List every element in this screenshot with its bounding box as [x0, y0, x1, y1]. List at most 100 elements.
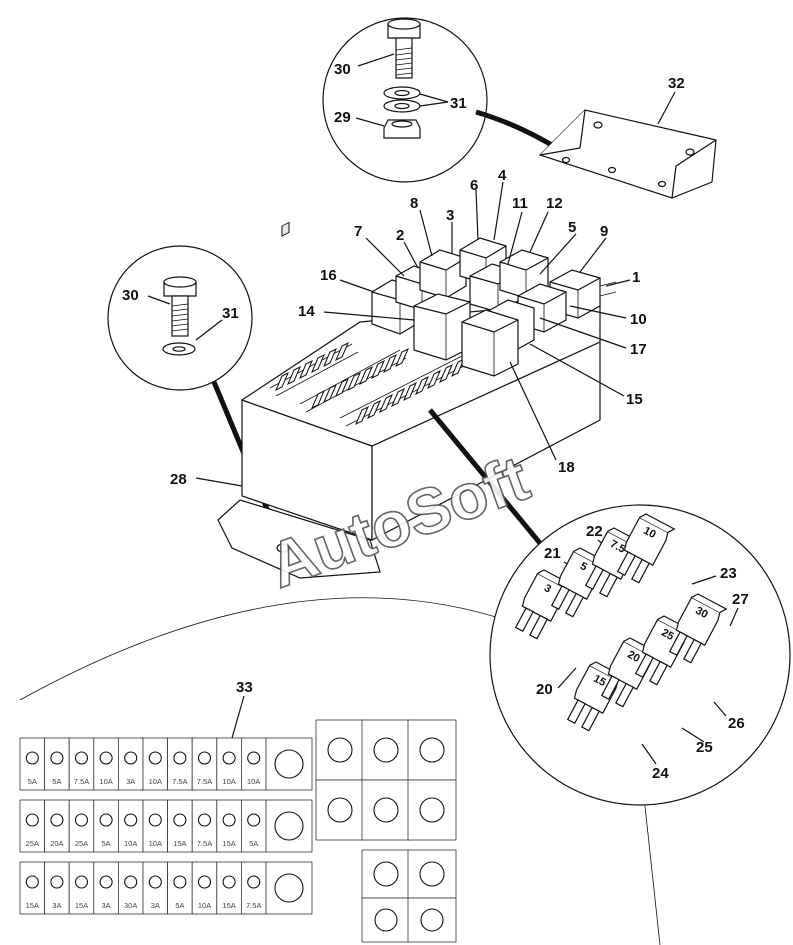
dome-light-icon — [197, 875, 212, 889]
fuse-amp-label: 7.5A — [172, 777, 187, 786]
temperature-icon — [222, 813, 236, 827]
connector-top — [475, 109, 562, 153]
callout-14: 14 — [298, 303, 315, 320]
mounting-bracket — [538, 91, 717, 199]
relays — [371, 237, 617, 377]
fan-icon — [124, 875, 138, 889]
callout-9: 9 — [600, 223, 608, 240]
panel-cell — [142, 799, 169, 853]
callout-33: 33 — [236, 679, 253, 696]
fuse-amp-label: 10A — [124, 839, 137, 848]
fuse-amp-label: 10A — [99, 777, 112, 786]
callout-12: 12 — [546, 195, 563, 212]
fog-light-icon — [74, 875, 89, 889]
panel-symbol-icon — [419, 797, 445, 823]
hazard-icon — [50, 875, 64, 889]
fuse-amp-label: 30A — [124, 901, 137, 910]
detail-circle-top — [322, 17, 488, 183]
panel-symbol-cell — [361, 719, 411, 781]
fuse-rating-label: 10 — [641, 525, 657, 541]
callout-7: 7 — [354, 223, 362, 240]
ignition-icon — [99, 875, 113, 889]
panel-symbol-icon — [327, 737, 353, 763]
fuse-amp-label: 7.5A — [197, 839, 212, 848]
fuse-amp-label: 15A — [75, 901, 88, 910]
callout-22: 22 — [586, 523, 603, 540]
callout-20: 20 — [536, 681, 553, 698]
fuse-amp-label: 5A — [175, 901, 184, 910]
callout-10: 10 — [630, 311, 647, 328]
callout-21: 21 — [544, 545, 561, 562]
fuse-rating-label: 20 — [625, 649, 641, 665]
connector-fuses — [428, 408, 546, 550]
fuse-amp-label: 10A — [247, 777, 260, 786]
ignition-switch-icon — [274, 873, 304, 903]
gear-icon — [197, 813, 212, 827]
panel-large-cell — [265, 799, 313, 853]
fuse-amp-label: 10A — [198, 901, 211, 910]
headlight-icon — [74, 813, 89, 827]
fuse-amp-label: 5A — [102, 839, 111, 848]
fuse-amp-label: 3A — [102, 901, 111, 910]
horn-icon — [247, 751, 261, 765]
callout-1: 1 — [632, 269, 640, 286]
callout-4: 4 — [498, 167, 507, 184]
side-light-icon — [25, 751, 39, 765]
callouts: 30 31 29 32 30 31 6 4 8 3 11 12 7 2 5 9 … — [122, 61, 749, 782]
panel-symbol-icon — [374, 908, 398, 932]
fuse-amp-label: 15A — [222, 839, 235, 848]
fuse-amp-label: 7.5A — [197, 777, 212, 786]
callout-24: 24 — [652, 765, 669, 782]
callout-31-top: 31 — [450, 95, 467, 112]
callout-16: 16 — [320, 267, 337, 284]
hydraulic-icon — [173, 751, 187, 765]
wiper-icon — [99, 813, 113, 827]
fuse-rating-label: 30 — [693, 605, 709, 621]
dipped-beam-icon — [50, 813, 64, 827]
panel-symbol-cell — [407, 719, 457, 781]
panel-symbol-cell — [361, 849, 411, 899]
callout-26: 26 — [728, 715, 745, 732]
callout-11: 11 — [512, 195, 528, 212]
fuse-amp-label: 3A — [52, 901, 61, 910]
panel-large-cell — [265, 737, 313, 791]
fuse-relay-box — [195, 181, 631, 579]
panel-large-cell — [265, 861, 313, 915]
seat-icon — [148, 813, 162, 827]
fuse-amp-label: 25A — [75, 839, 88, 848]
panel-symbol-icon — [373, 737, 399, 763]
callout-27: 27 — [732, 591, 749, 608]
panel-symbol-icon — [373, 797, 399, 823]
flashing-beacon-icon — [247, 813, 261, 827]
panel-symbol-cell — [407, 897, 457, 943]
ignition-switch-icon — [274, 749, 304, 779]
panel-symbol-icon — [419, 737, 445, 763]
callout-23: 23 — [720, 565, 737, 582]
callout-29: 29 — [334, 109, 351, 126]
fuse-amp-label: 15A — [222, 901, 235, 910]
main-beam-icon — [25, 875, 39, 889]
blade-fuse: 3 — [514, 569, 574, 640]
panel-symbol-cell — [361, 779, 411, 841]
fuse-amp-label: 15A — [26, 901, 39, 910]
callout-32: 32 — [668, 75, 685, 92]
panel-symbol-cell — [407, 849, 457, 899]
panel-cell — [118, 861, 144, 915]
fuse-teeth — [275, 341, 465, 426]
callout-5: 5 — [568, 219, 576, 236]
interior-light-icon — [247, 875, 261, 889]
blade-fuse: 10 — [616, 513, 676, 584]
fuse-amp-label: 10A — [222, 777, 235, 786]
panel-symbol-cell — [361, 897, 411, 943]
warning-triangle-icon — [222, 875, 236, 889]
callout-2: 2 — [396, 227, 404, 244]
panel-symbol-icon — [419, 861, 445, 887]
direction-icon — [197, 751, 212, 765]
brake-warning-icon — [74, 751, 89, 765]
fuse-amp-label: 20A — [50, 839, 63, 848]
fuse-amp-label: 7.5A — [74, 777, 89, 786]
callout-18: 18 — [558, 459, 575, 476]
fuse-amp-label: 5A — [52, 777, 61, 786]
callout-15: 15 — [626, 391, 643, 408]
